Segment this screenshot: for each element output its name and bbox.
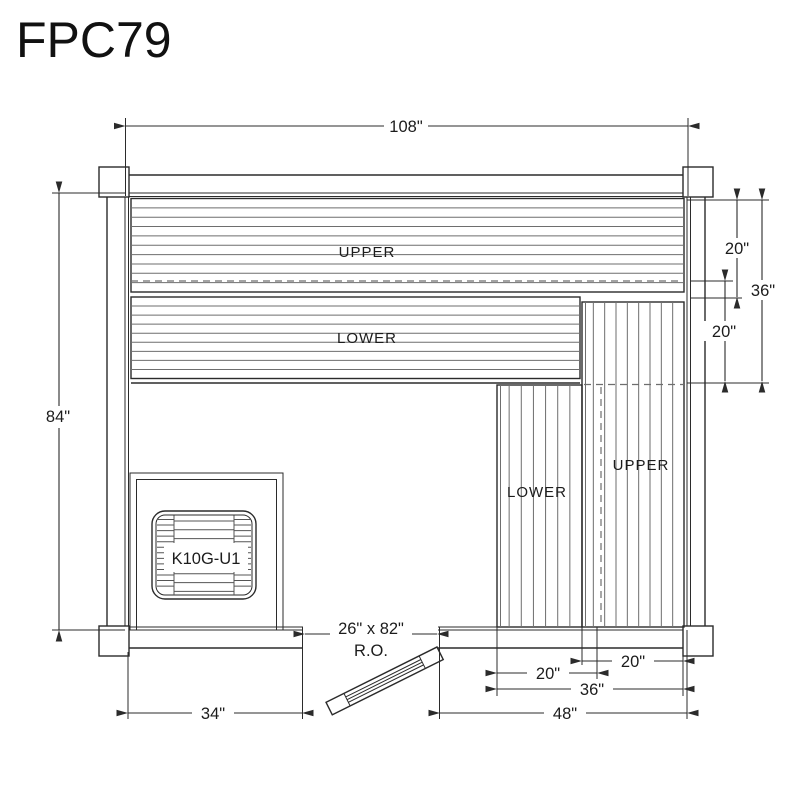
dim-bench-upper-20: 20": [612, 651, 654, 671]
dim-bottom-left-label: 34": [201, 705, 225, 723]
bench-right-lower-label: LOWER: [507, 484, 567, 501]
bench-right-lower: [496, 384, 583, 628]
dim-width-label: 108": [389, 118, 423, 136]
dim-height-84: 84": [37, 406, 79, 428]
dim-right-total-36: 36": [742, 280, 784, 300]
dim-bench-total-36: 36": [571, 679, 613, 699]
page-title: FPC79: [16, 12, 172, 68]
dim-bench-lower-label: 20": [536, 665, 560, 683]
door-leaf: [325, 646, 445, 716]
corner-post-bottom-left: [98, 625, 130, 657]
dim-bench-upper-label: 20": [621, 653, 645, 671]
heater-body-inner: [155, 514, 253, 596]
bench-right-upper-label: UPPER: [613, 457, 670, 474]
bench-top-lower: [130, 296, 581, 380]
dim-bench-total-label: 36": [580, 681, 604, 699]
corner-posts: [98, 166, 714, 657]
dim-right-total-label: 36": [751, 282, 775, 300]
hidden-bench-edges: [131, 280, 684, 627]
dim-right-upper-label: 20": [725, 240, 749, 258]
bench-top-lower-label: LOWER: [337, 330, 397, 347]
corner-post-top-left: [98, 166, 130, 198]
bench-edge-details: [131, 302, 586, 627]
heater-model-label: K10G-U1: [172, 550, 241, 568]
dimension-lines: [55, 122, 766, 717]
bench-top-upper: [130, 197, 685, 293]
dim-bottom-left-34: 34": [192, 703, 234, 723]
heater: K10G-U1: [129, 472, 284, 631]
bench-top-upper-label: UPPER: [339, 244, 396, 261]
heater-guard-inner: [136, 479, 277, 631]
sauna-walls: [106, 174, 706, 649]
dim-bench-lower-20: 20": [527, 663, 569, 683]
heater-body-outer: [151, 510, 257, 600]
dimension-labels: 108" 84" 20" 36" 20" 20" 20" 36" 48" 34"…: [37, 116, 784, 723]
dim-right-lower-20: 20": [703, 321, 745, 341]
dim-right-upper-20: 20": [716, 238, 758, 258]
door-ro-label: R.O.: [354, 642, 388, 660]
dim-right-lower-label: 20": [712, 323, 736, 341]
door: [325, 646, 445, 716]
bench-labels: UPPER LOWER LOWER UPPER: [337, 244, 670, 501]
door-size-label: 26" x 82": [338, 620, 404, 638]
corner-post-bottom-right: [682, 625, 714, 657]
dim-width-108: 108": [384, 116, 428, 136]
dim-height-label: 84": [46, 408, 70, 426]
dim-bottom-right-label: 48": [553, 705, 577, 723]
dim-bottom-right-48: 48": [544, 703, 586, 723]
